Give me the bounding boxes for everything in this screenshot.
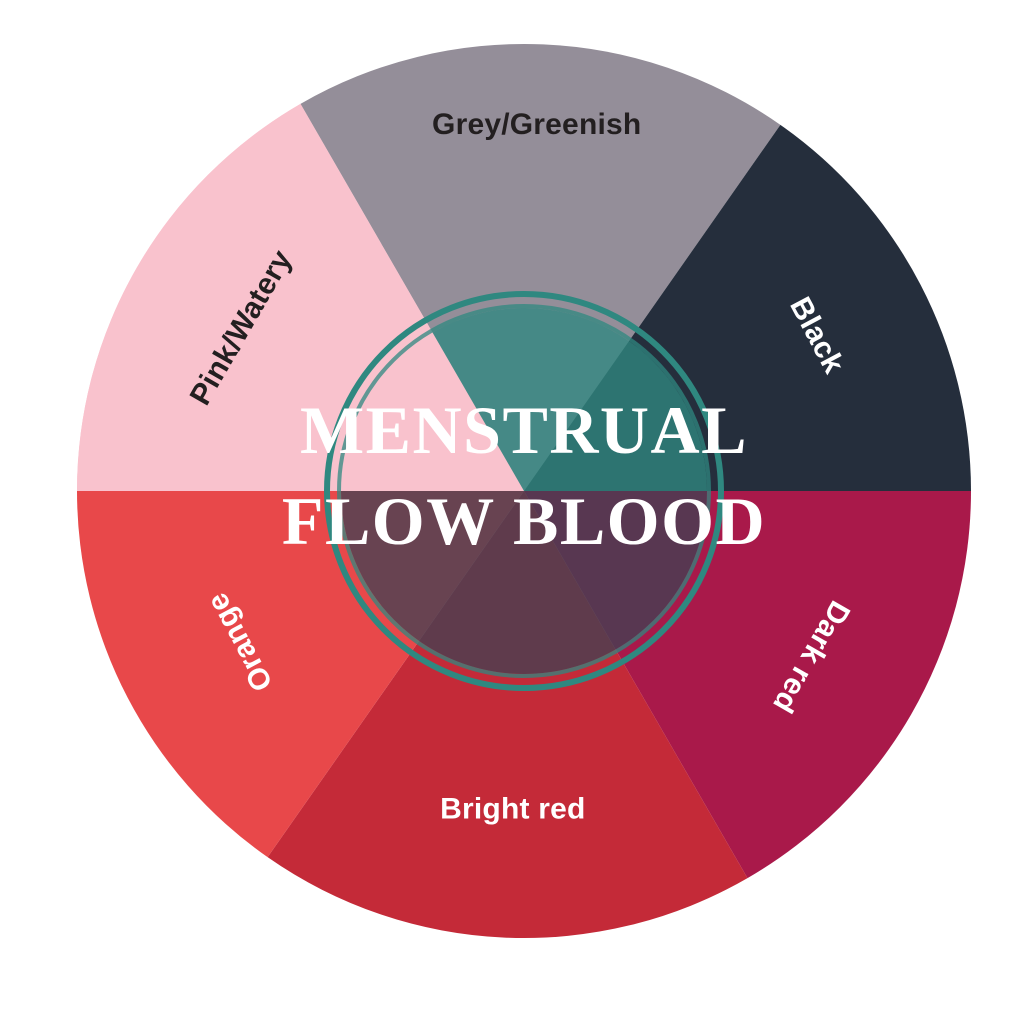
pie-sector-pink-watery-overdraw bbox=[77, 103, 524, 491]
center-title-line-1: MENSTRUAL bbox=[300, 392, 748, 468]
center-ring bbox=[324, 291, 724, 691]
pie-sector-grey-greenish[interactable] bbox=[300, 44, 781, 491]
ring-outer-circle bbox=[324, 291, 724, 691]
sector-label-bright-red: Bright red bbox=[440, 793, 585, 826]
center-title-line-2: FLOW BLOOD bbox=[282, 483, 766, 559]
center-title: MENSTRUAL FLOW BLOOD bbox=[282, 392, 766, 559]
sector-label-grey-greenish: Grey/Greenish bbox=[432, 108, 641, 141]
pink-sector-overdraw bbox=[77, 103, 524, 491]
pie-sector-bright-red[interactable] bbox=[267, 491, 748, 938]
overlay-bottom-half bbox=[341, 491, 707, 674]
ring-inner-circle bbox=[337, 304, 711, 678]
